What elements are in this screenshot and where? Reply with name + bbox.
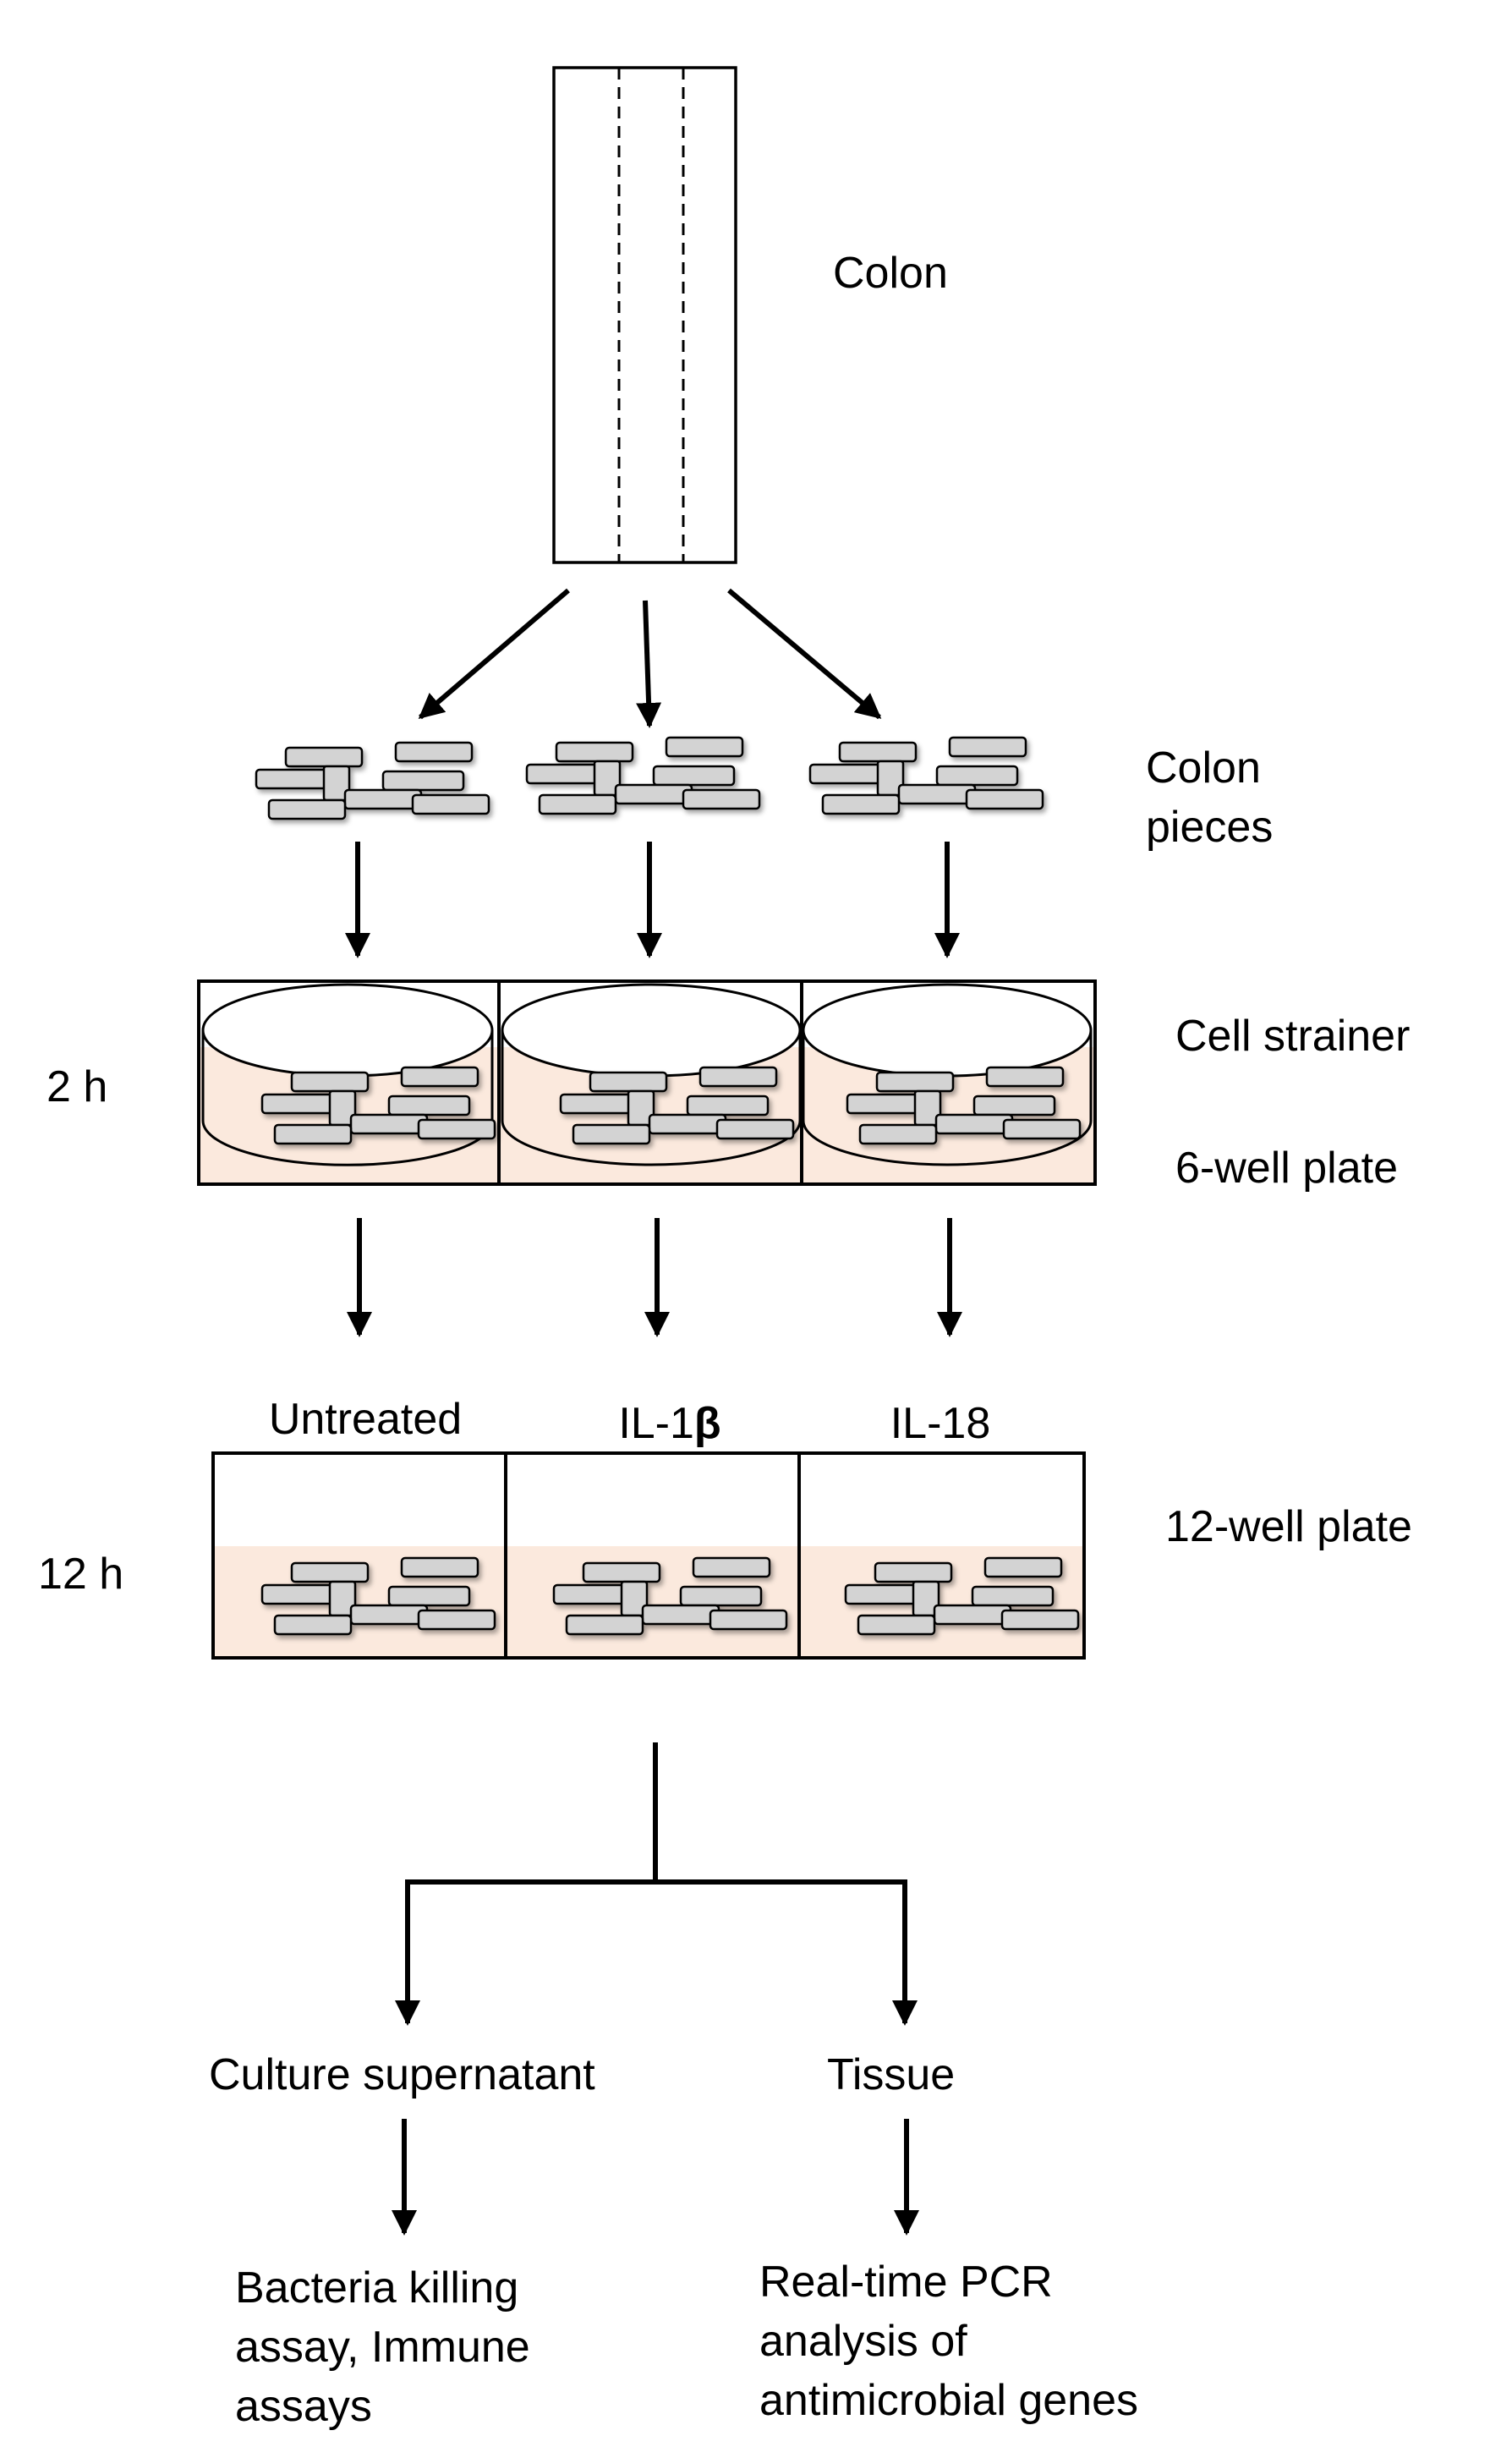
twelve-well-plate-label: 12-well plate [1165,1502,1412,1551]
bacteria-assay-line2: assay, Immune [235,2323,530,2372]
bacteria-assay-line1: Bacteria killing [235,2263,518,2313]
pieces-to-strainer-arrows [345,842,960,958]
colon-tube [552,66,737,564]
colon-label: Colon [833,249,948,298]
six-well-plate [197,979,1097,1186]
split-connector [395,1742,918,2026]
il18-label: IL-18 [890,1399,991,1448]
time-12h-label: 12 h [38,1550,123,1599]
strainer-to-plate-arrows [347,1218,962,1337]
bacteria-assay-line3: assays [235,2382,372,2431]
colon-pieces-left [255,741,490,820]
colon-pieces-middle [525,736,761,815]
untreated-label: Untreated [269,1395,462,1444]
time-2h-label: 2 h [47,1062,107,1111]
culture-supernatant-label: Culture supernatant [209,2050,595,2099]
colon-to-pieces-arrows [418,588,882,728]
colon-pieces-right [808,736,1044,815]
il1b-beta-symbol: β [694,1399,721,1448]
cell-strainer-label: Cell strainer [1175,1012,1410,1061]
six-well-plate-label: 6-well plate [1175,1144,1398,1193]
twelve-well-plate [211,1451,1086,1660]
il1b-label: IL-1β [618,1399,720,1448]
colon-pieces-label-line1: Colon [1146,743,1261,793]
colon-pieces-label-line2: pieces [1146,803,1273,852]
pcr-analysis-line2: analysis of [759,2317,967,2366]
pcr-analysis-line1: Real-time PCR [759,2258,1053,2307]
il1b-prefix: IL-1 [618,1399,694,1448]
tissue-label: Tissue [827,2050,955,2099]
pcr-analysis-line3: antimicrobial genes [759,2376,1138,2425]
output-arrows [392,2119,919,2236]
